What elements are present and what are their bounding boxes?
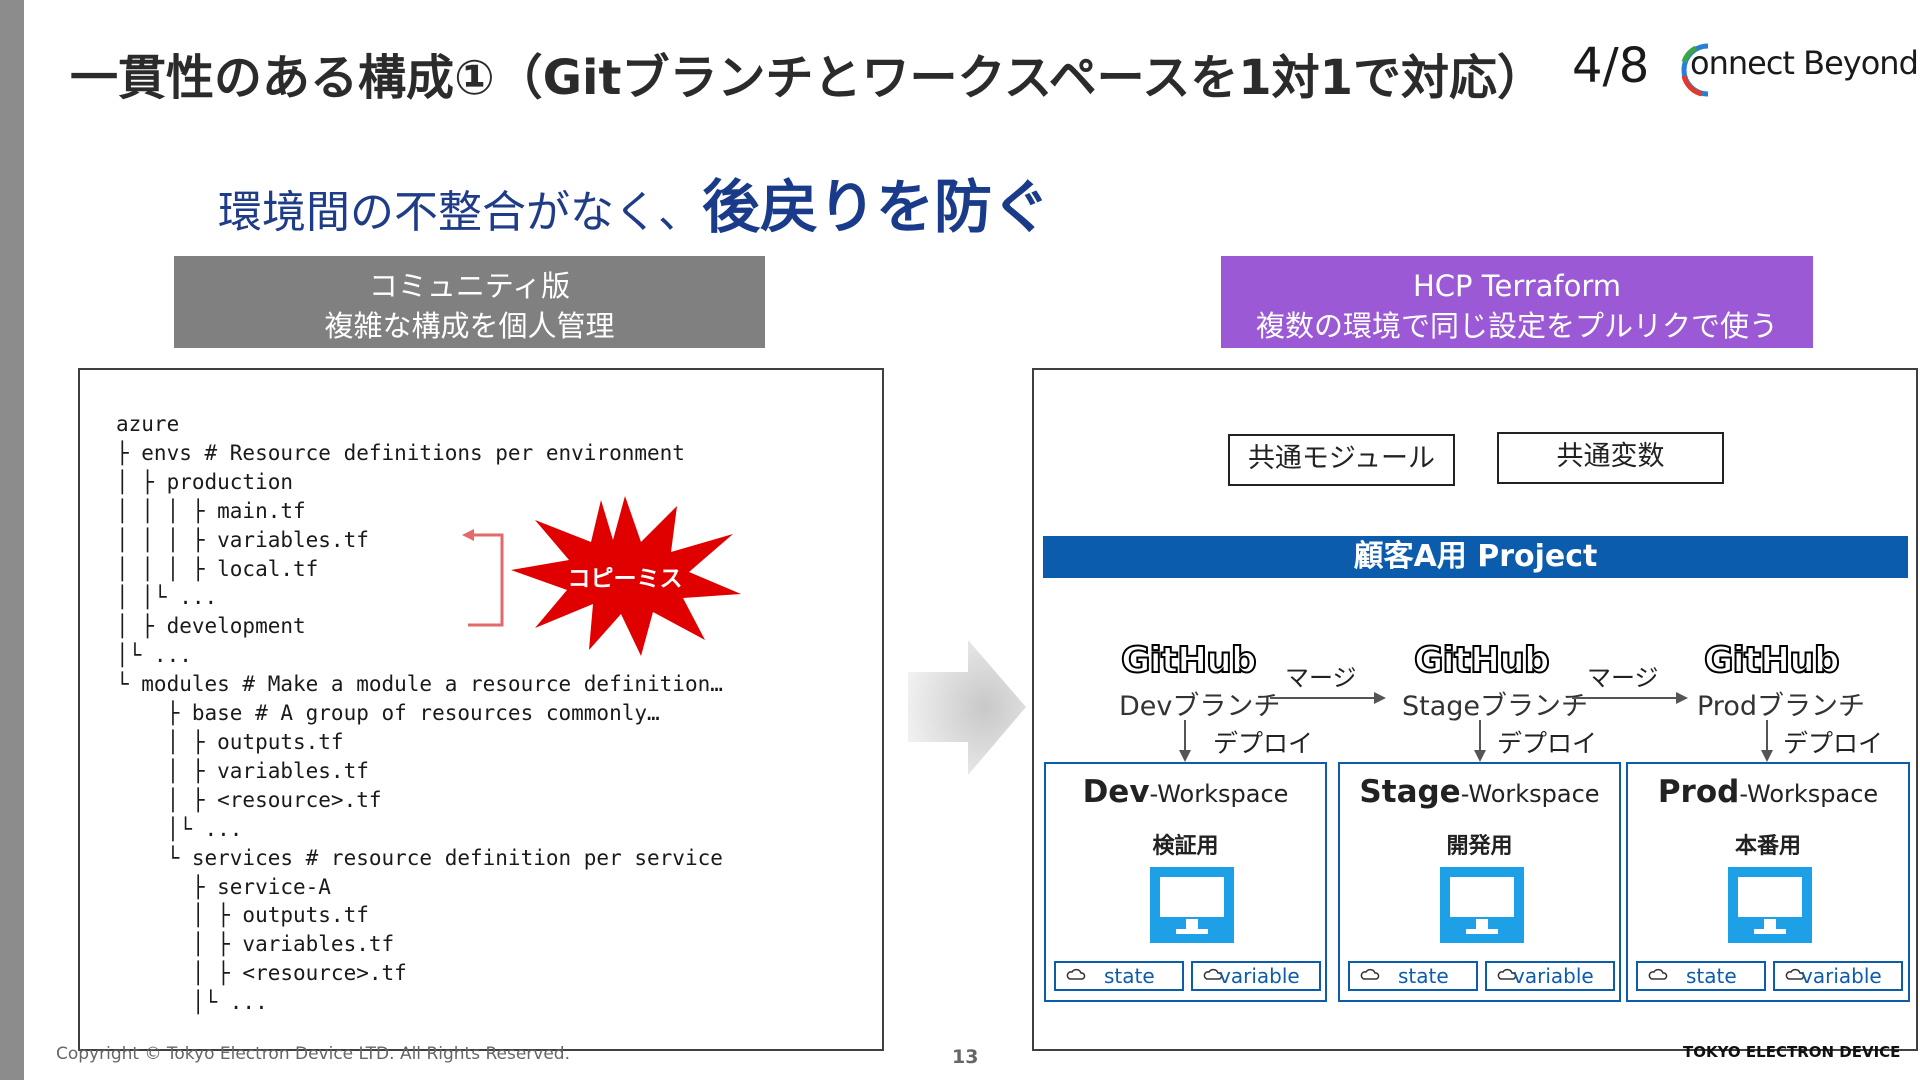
common-module-box: 共通モジュール <box>1228 434 1455 486</box>
copyright-text: Copyright © Tokyo Electron Device LTD. A… <box>56 1044 570 1064</box>
cloud-icon <box>1785 968 1805 980</box>
cloud-icon <box>1497 968 1517 980</box>
slide-title: 一貫性のある構成①（Gitブランチとワークスペースを1対1で対応） <box>70 50 1546 106</box>
workspace-title: Dev-Workspace <box>1082 774 1289 810</box>
workspace-title: Stage-Workspace <box>1359 774 1600 810</box>
community-header-line1: コミュニティ版 <box>368 269 571 303</box>
workspace-purpose: 検証用 <box>1152 834 1219 859</box>
hcp-header-line2: 複数の環境で同じ設定をプルリクで使う <box>1255 309 1778 343</box>
connect-beyond-logo <box>1681 43 1709 97</box>
directory-tree-code: azure ├ envs # Resource definitions per … <box>116 412 723 1015</box>
github-logo: GitHub <box>1413 639 1551 682</box>
variable-tag: variable <box>1191 961 1321 991</box>
merge-label: マージ <box>1285 664 1357 692</box>
deploy-arrow-icon <box>1474 720 1486 762</box>
hcp-header-line1: HCP Terraform <box>1412 269 1622 303</box>
deploy-arrow-icon <box>1179 720 1191 762</box>
deploy-label: デプロイ <box>1213 729 1314 758</box>
stage-branch-label: Stageブランチ <box>1402 691 1589 722</box>
prod-branch-label: Prodブランチ <box>1697 691 1865 722</box>
cloud-icon <box>1203 968 1223 980</box>
state-tag: state <box>1636 961 1766 991</box>
github-logo: GitHub <box>1120 639 1258 682</box>
slide-number: 13 <box>952 1046 979 1068</box>
variable-tag: variable <box>1485 961 1615 991</box>
deploy-label: デプロイ <box>1783 729 1884 758</box>
state-tag: state <box>1054 961 1184 991</box>
deploy-label: デプロイ <box>1497 729 1598 758</box>
copy-miss-label: コピーミス <box>567 566 683 592</box>
dev-branch-label: Devブランチ <box>1119 691 1281 722</box>
monitor-icon <box>1150 867 1234 943</box>
prod-workspace: Prod-Workspace 本番用 state variable <box>1626 762 1910 1002</box>
workspace-purpose: 開発用 <box>1446 834 1513 859</box>
project-bar: 顧客A用 Project <box>1043 536 1908 578</box>
merge-arrow-icon <box>1572 692 1688 704</box>
community-edition-header: コミュニティ版 複雑な構成を個人管理 <box>174 256 765 348</box>
stage-workspace: Stage-Workspace 開発用 state variable <box>1338 762 1621 1002</box>
merge-label: マージ <box>1587 664 1659 692</box>
copy-bracket-arrow <box>462 529 504 627</box>
subtitle-strong: 後戻りを防ぐ <box>702 173 1051 241</box>
subtitle: 環境間の不整合がなく、後戻りを防ぐ <box>218 160 1050 244</box>
dev-workspace: Dev-Workspace 検証用 state variable <box>1044 762 1327 1002</box>
page-indicator: 4/8 <box>1572 38 1650 94</box>
monitor-icon <box>1728 867 1812 943</box>
state-tag: state <box>1348 961 1478 991</box>
workspace-title: Prod-Workspace <box>1657 774 1879 810</box>
cloud-icon <box>1648 968 1668 980</box>
variable-tag: variable <box>1773 961 1903 991</box>
merge-arrow-icon <box>1270 692 1386 704</box>
community-header-line2: 複雑な構成を個人管理 <box>324 309 615 343</box>
company-mark: TOKYO ELECTRON DEVICE <box>1683 1043 1901 1061</box>
directory-tree-box: azure ├ envs # Resource definitions per … <box>78 368 884 1051</box>
monitor-icon <box>1440 867 1524 943</box>
subtitle-normal: 環境間の不整合がなく、 <box>218 187 702 238</box>
cloud-icon <box>1360 968 1380 980</box>
deploy-arrow-icon <box>1761 720 1773 762</box>
transition-arrow-icon <box>908 640 1026 775</box>
left-accent-bar <box>0 0 24 1080</box>
cloud-icon <box>1066 968 1086 980</box>
hcp-terraform-header: HCP Terraform 複数の環境で同じ設定をプルリクで使う <box>1221 256 1813 348</box>
copy-miss-burst-icon <box>511 496 741 656</box>
common-variables-box: 共通変数 <box>1497 432 1724 484</box>
workspace-purpose: 本番用 <box>1734 834 1801 859</box>
logo-text: onnect Beyond <box>1690 44 1919 82</box>
github-logo: GitHub <box>1703 639 1841 682</box>
